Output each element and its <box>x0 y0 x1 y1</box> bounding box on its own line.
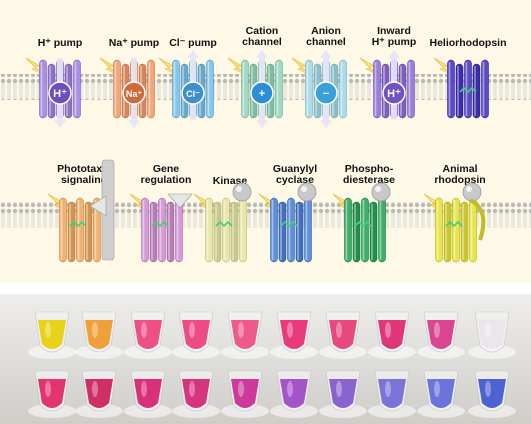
ion-symbol-na-pump: Na⁺ <box>126 89 143 99</box>
protein-helices <box>436 198 477 262</box>
label-heliorhodopsin: Heliorhodopsin <box>430 37 507 49</box>
label-phospho-diesterase: Phospho-diesterase <box>343 163 395 186</box>
ion-symbol-inward-h-pump: H⁺ <box>387 88 401 100</box>
protein-helices <box>448 60 489 118</box>
effector-domain-icon <box>372 183 390 201</box>
label-na-pump: Na⁺ pump <box>109 37 159 49</box>
protein-inward-h-pump: InwardH⁺ pumpH⁺ <box>360 25 416 120</box>
effector-domain-icon <box>233 183 251 201</box>
ion-symbol-anion-channel: − <box>323 88 329 100</box>
protein-helices <box>142 198 183 262</box>
effector-domain-icon <box>298 183 316 201</box>
label-guanylyl-cyclase: Guanylylcyclase <box>273 163 317 186</box>
label-h-pump: H⁺ pump <box>38 37 83 49</box>
protein-helices <box>206 198 247 262</box>
label-cl-pump: Cl⁻ pump <box>169 37 217 49</box>
effector-domain-icon <box>463 183 481 201</box>
rhodopsin-function-diagram: H⁺ pumpH⁺ Na⁺ pumpNa⁺ Cl⁻ pumpCl⁻ Cationcha… <box>0 0 531 283</box>
label-inward-h-pump: InwardH⁺ pump <box>372 25 417 48</box>
protein-helices <box>345 198 386 262</box>
diagram-canvas: H⁺ pumpH⁺ Na⁺ pumpNa⁺ Cl⁻ pumpCl⁻ Cationcha… <box>0 0 531 283</box>
ion-symbol-cl-pump: Cl⁻ <box>186 89 200 99</box>
tubes-canvas <box>0 294 531 424</box>
label-anion-channel: Anionchannel <box>306 25 346 48</box>
ion-symbol-h-pump: H⁺ <box>53 88 67 100</box>
tube-photo <box>0 294 531 424</box>
ion-symbol-cation-channel: + <box>259 88 265 100</box>
protein-helices <box>271 198 312 262</box>
label-animal-rhodopsin: Animalrhodopsin <box>434 163 485 186</box>
label-gene-regulation: Generegulation <box>141 163 192 186</box>
label-cation-channel: Cationchannel <box>242 25 282 48</box>
